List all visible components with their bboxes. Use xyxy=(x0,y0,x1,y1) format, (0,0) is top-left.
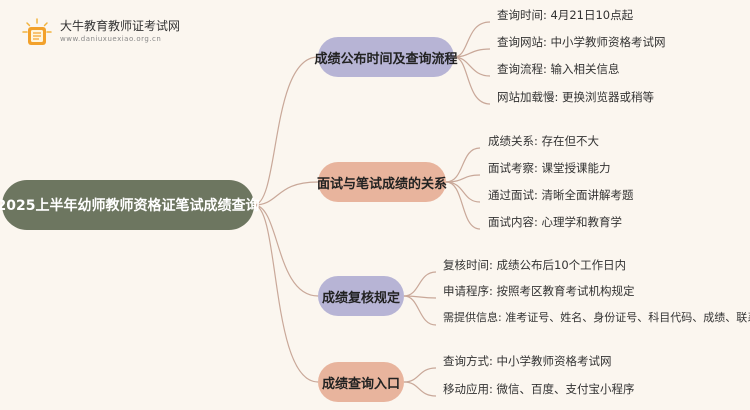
leaf-node: 移动应用: 微信、百度、支付宝小程序 xyxy=(443,382,635,396)
leaf-node: 需提供信息: 准考证号、姓名、身份证号、科目代码、成绩、联系电话 xyxy=(443,311,750,324)
connector-branch-2-leaf-0 xyxy=(403,271,437,297)
connector-branch-0-leaf-3 xyxy=(453,56,491,105)
connector-branch-1-leaf-2 xyxy=(445,181,481,203)
connector-branch-3-leaf-1 xyxy=(403,381,437,397)
branch-node-review-rules: 成绩复核规定 xyxy=(318,276,404,316)
leaf-node: 通过面试: 清晰全面讲解考题 xyxy=(488,188,634,202)
connector-branch-1-leaf-0 xyxy=(445,147,481,183)
logo-url: www.daniuxuexiao.org.cn xyxy=(60,35,162,43)
leaf-node: 网站加载慢: 更换浏览器或稍等 xyxy=(497,90,655,104)
leaf-node: 面试内容: 心理学和教育学 xyxy=(488,215,623,229)
leaf-node: 成绩关系: 存在但不大 xyxy=(488,134,600,148)
leaf-node: 查询流程: 输入相关信息 xyxy=(497,62,620,76)
logo-title: 大牛教育教师证考试网 xyxy=(60,19,181,33)
branch-node-interview-relation: 面试与笔试成绩的关系 xyxy=(317,162,447,202)
branch-node-query-entry: 成绩查询入口 xyxy=(318,362,404,402)
site-logo[interactable]: 大牛教育教师证考试网 www.daniuxuexiao.org.cn xyxy=(20,16,220,52)
branch-node-release-time: 成绩公布时间及查询流程 xyxy=(315,37,458,77)
book-lightbulb-icon xyxy=(22,18,52,45)
leaf-node: 查询方式: 中小学教师资格考试网 xyxy=(443,354,612,368)
connector-root-branch-1 xyxy=(253,181,319,206)
connector-branch-0-leaf-0 xyxy=(453,21,491,58)
connector-root-branch-3 xyxy=(253,204,319,383)
connector-branch-1-leaf-3 xyxy=(445,181,481,230)
leaf-node: 复核时间: 成绩公布后10个工作日内 xyxy=(443,258,627,272)
connector-root-branch-2 xyxy=(253,204,319,297)
leaf-node: 查询网站: 中小学教师资格考试网 xyxy=(497,35,666,49)
connector-branch-3-leaf-0 xyxy=(403,367,437,383)
root-node: 2025上半年幼师教师资格证笔试成绩查询 xyxy=(0,180,259,230)
connector-branch-2-leaf-2 xyxy=(403,295,437,326)
leaf-node: 申请程序: 按照考区教育考试机构规定 xyxy=(443,284,635,298)
connector-root-branch-0 xyxy=(253,56,319,206)
leaf-node: 查询时间: 4月21日10点起 xyxy=(497,8,634,22)
leaf-node: 面试考察: 课堂授课能力 xyxy=(488,161,611,175)
